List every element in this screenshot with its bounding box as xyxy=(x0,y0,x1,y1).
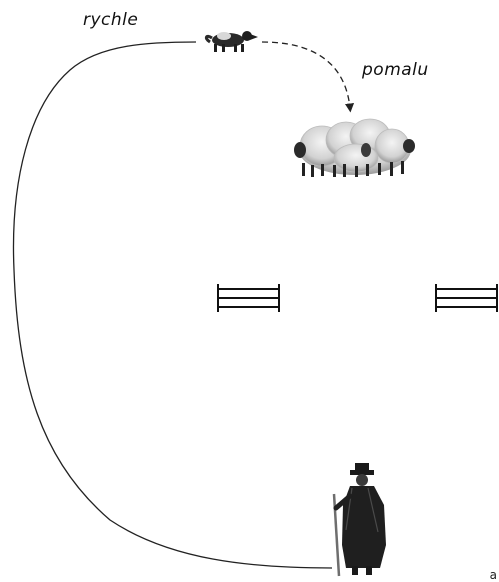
outrun-path xyxy=(12,41,333,569)
sheepdog-icon xyxy=(204,31,258,52)
gate-right-icon xyxy=(435,284,498,312)
shepherd-icon xyxy=(332,463,386,577)
gate-left-icon xyxy=(217,284,280,312)
sheep-flock-icon xyxy=(294,118,415,177)
label-slow: pomalu xyxy=(362,60,429,80)
corner-mark: a xyxy=(489,568,497,582)
label-fast: rychle xyxy=(83,10,139,30)
lift-path xyxy=(261,41,355,113)
